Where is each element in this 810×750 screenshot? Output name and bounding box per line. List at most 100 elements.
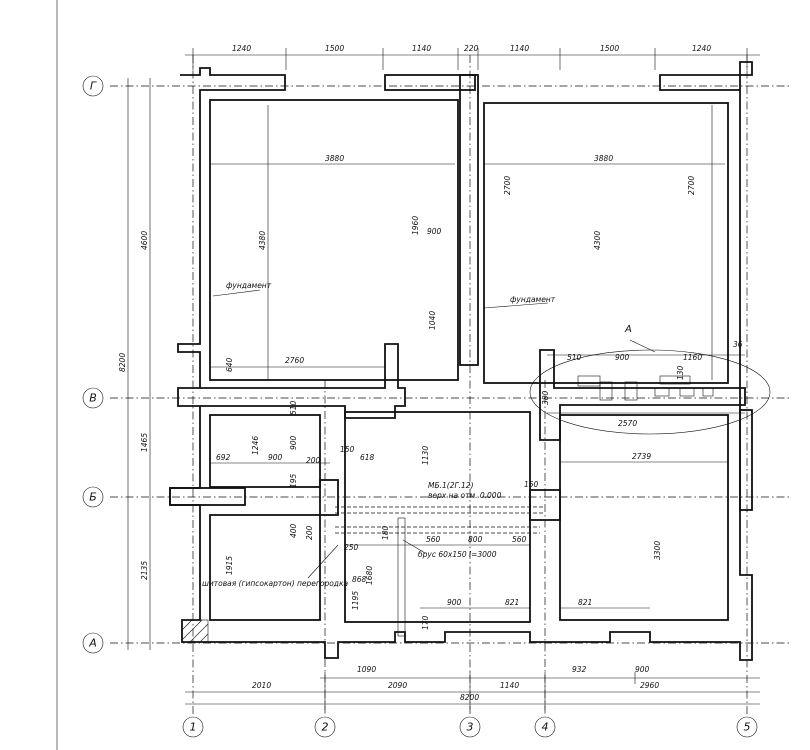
dim-ll-150: 150 bbox=[340, 445, 355, 454]
note-foundation-2: фундамент bbox=[510, 295, 556, 304]
dim-room1-1960: 1960 bbox=[411, 216, 420, 235]
dim-strip-380: 380 bbox=[541, 390, 550, 405]
dim-room1-3880: 3880 bbox=[325, 154, 344, 163]
note-bar: брус 60х150 l=3000 bbox=[418, 550, 497, 559]
dimension-texts: 1240 1500 1140 220 1140 1500 1240 4600 8… bbox=[118, 44, 743, 702]
dim-top-1240a: 1240 bbox=[232, 44, 251, 53]
dim-lm-560a: 560 bbox=[426, 535, 441, 544]
dim-room2-2700a: 2700 bbox=[503, 176, 512, 195]
dim-ll-900b: 900 bbox=[289, 435, 298, 450]
axis-marker-5 bbox=[736, 716, 758, 738]
note-foundation-1: фундамент bbox=[226, 281, 272, 290]
dim-ll-400: 400 bbox=[289, 523, 298, 538]
dim-room1-4380: 4380 bbox=[258, 231, 267, 250]
axis-label-3: 3 bbox=[467, 721, 474, 734]
bar-60x150 bbox=[397, 517, 406, 637]
dimension-lines bbox=[127, 48, 760, 710]
dim-lm-821a: 821 bbox=[505, 598, 519, 607]
room-top-left bbox=[209, 99, 459, 381]
axis-marker-4 bbox=[534, 716, 556, 738]
axis-marker-2 bbox=[314, 716, 336, 738]
dim-ll-692: 692 bbox=[216, 453, 231, 462]
room-lower-left-bottom bbox=[209, 514, 321, 621]
room-top-right bbox=[483, 102, 729, 384]
dim-strip-130: 130 bbox=[676, 365, 685, 380]
central-post bbox=[459, 74, 479, 366]
axis-label-b: Б bbox=[89, 491, 97, 504]
dim-bottom-8200: 8200 bbox=[460, 693, 479, 702]
beam-mb1 bbox=[335, 506, 545, 637]
axis-marker-a bbox=[82, 632, 104, 654]
dim-ll-200b: 200 bbox=[305, 525, 314, 540]
axis-label-1: 1 bbox=[190, 721, 197, 734]
dim-top-220: 220 bbox=[464, 44, 479, 53]
dim-room2-4300: 4300 bbox=[593, 231, 602, 250]
dim-lm-800: 800 bbox=[468, 535, 483, 544]
axis-lines bbox=[110, 55, 790, 715]
dim-strip-510: 510 bbox=[567, 353, 582, 362]
dim-ll-195: 195 bbox=[289, 473, 298, 488]
dim-bottom-932: 932 bbox=[572, 665, 587, 674]
dim-lr-3300: 3300 bbox=[653, 541, 662, 560]
dim-ll-1130: 1130 bbox=[421, 446, 430, 465]
dim-room1-2760: 2760 bbox=[285, 356, 304, 365]
dim-room1-640: 640 bbox=[225, 357, 234, 372]
dim-ll-1915: 1915 bbox=[225, 556, 234, 575]
dim-bottom-900: 900 bbox=[635, 665, 650, 674]
dim-bottom-2010: 2010 bbox=[252, 681, 271, 690]
outer-wall bbox=[169, 61, 753, 661]
partition-b-left bbox=[169, 487, 246, 506]
dim-top-1140a: 1140 bbox=[412, 44, 431, 53]
dim-bottom-1140: 1140 bbox=[500, 681, 519, 690]
dim-left-1465: 1465 bbox=[140, 433, 149, 452]
axis-marker-b bbox=[82, 486, 104, 508]
dim-ll-1246: 1246 bbox=[251, 436, 260, 455]
axis-marker-v bbox=[82, 387, 104, 409]
axis-label-4: 4 bbox=[542, 721, 549, 734]
note-beam-mb1: МБ.1(2Г.12) bbox=[428, 481, 474, 490]
dim-ll-510: 510 bbox=[289, 400, 298, 415]
dim-lm-150: 150 bbox=[524, 480, 539, 489]
axis-label-5: 5 bbox=[744, 721, 751, 734]
note-beam-level: верх на отм. 0.000 bbox=[428, 491, 502, 500]
axis-label-v: В bbox=[89, 392, 97, 405]
axis-label-2: 2 bbox=[322, 721, 329, 734]
dim-strip-2570: 2570 bbox=[618, 419, 637, 428]
axis-marker-g bbox=[82, 75, 104, 97]
hatched-corner bbox=[181, 619, 209, 643]
callout-a: А bbox=[529, 324, 771, 435]
dim-strip-900: 900 bbox=[615, 353, 630, 362]
axis-marker-3 bbox=[459, 716, 481, 738]
dim-lm-180: 180 bbox=[381, 525, 390, 540]
room-lower-right bbox=[559, 414, 729, 621]
dim-top-1240b: 1240 bbox=[692, 44, 711, 53]
dim-lr-2739: 2739 bbox=[632, 452, 651, 461]
dim-lm-900: 900 bbox=[447, 598, 462, 607]
dim-top-1500b: 1500 bbox=[600, 44, 619, 53]
dim-top-1140b: 1140 bbox=[510, 44, 529, 53]
dim-lm-560b: 560 bbox=[512, 535, 527, 544]
dim-ll-900a: 900 bbox=[268, 453, 283, 462]
dim-bottom-1090: 1090 bbox=[357, 665, 376, 674]
post-b2 bbox=[319, 479, 339, 516]
notes: фундамент фундамент МБ.1(2Г.12) верх на … bbox=[202, 281, 556, 588]
dim-room2-3880: 3880 bbox=[594, 154, 613, 163]
dim-room2-2700b: 2700 bbox=[687, 176, 696, 195]
axis-markers: Г В Б А 1 2 3 4 5 bbox=[82, 75, 758, 738]
room-lower-center bbox=[344, 411, 531, 623]
axis-marker-1 bbox=[182, 716, 204, 738]
dim-ll-200a: 200 bbox=[306, 456, 321, 465]
dim-lm-170: 170 bbox=[421, 615, 430, 630]
dim-room1-900: 900 bbox=[427, 227, 442, 236]
dim-lr-821: 821 bbox=[578, 598, 592, 607]
axis-label-g: Г bbox=[90, 80, 97, 93]
dim-left-8200: 8200 bbox=[118, 353, 127, 372]
dim-bottom-2090: 2090 bbox=[388, 681, 407, 690]
dim-lm-868: 868 bbox=[352, 575, 367, 584]
dim-left-4600: 4600 bbox=[140, 231, 149, 250]
callout-a-label: А bbox=[624, 324, 632, 335]
dim-strip-36: 36 bbox=[733, 340, 743, 349]
dim-room1-1040: 1040 bbox=[428, 311, 437, 330]
top-beam-center bbox=[384, 74, 476, 91]
dim-lm-1195: 1195 bbox=[351, 591, 360, 610]
